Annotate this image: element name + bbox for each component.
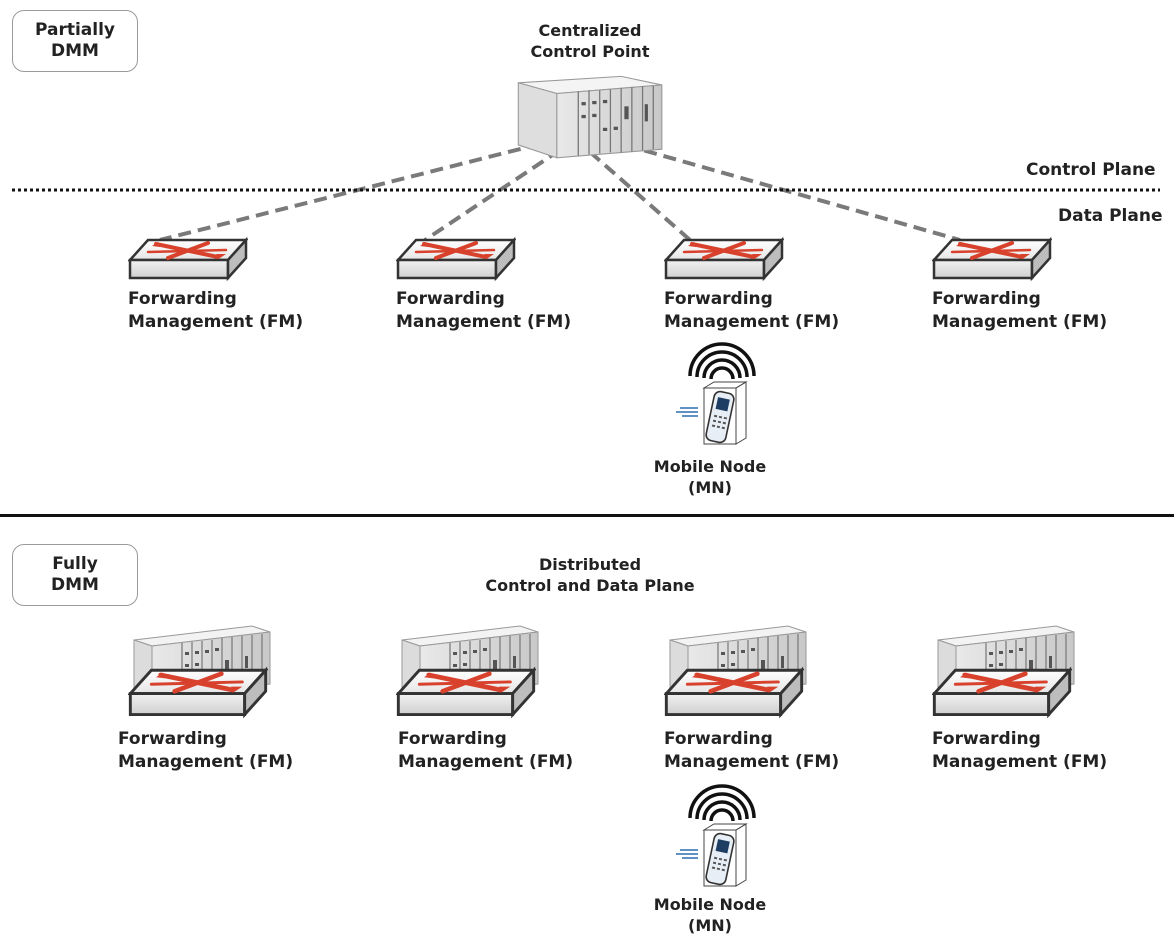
- plane-divider: [12, 188, 1160, 192]
- fm-label-line-1: Forwarding: [664, 289, 773, 309]
- fm-node-label: Forwarding Management (FM): [128, 288, 303, 334]
- mode-label-line-1: Fully: [52, 554, 98, 574]
- distributed-plane-label: Distributed Control and Data Plane: [460, 554, 720, 596]
- fm-node-label: Forwarding Management (FM): [932, 288, 1107, 334]
- mobile-node-label: Mobile Node (MN): [620, 894, 800, 936]
- controller-label: Centralized Control Point: [480, 20, 700, 62]
- section-divider: [0, 514, 1174, 517]
- distributed-plane-label-line-1: Distributed: [538, 555, 642, 574]
- control-link-fm1: [159, 142, 541, 242]
- router-icon: [128, 232, 248, 287]
- mobile-phone-icon: [672, 822, 752, 892]
- fm-node-label: Forwarding Management (FM): [396, 288, 571, 334]
- fm-label-line-2: Management (FM): [118, 752, 294, 772]
- fm-node-label: Forwarding Management (FM): [664, 728, 839, 774]
- mobile-phone-icon: [672, 380, 752, 450]
- router-icon: [664, 232, 784, 287]
- combined-fm-node-icon: [128, 625, 271, 728]
- mobile-node-label: Mobile Node (MN): [620, 456, 800, 498]
- router-icon: [396, 232, 516, 287]
- controller-label-line-1: Centralized: [538, 21, 642, 40]
- wireless-signal-icon: [682, 782, 762, 822]
- mode-label-partially-dmm: Partially DMM: [12, 10, 138, 72]
- fm-node-label: Forwarding Management (FM): [118, 728, 293, 774]
- fm-label-line-1: Forwarding: [118, 729, 227, 749]
- fm-node-label: Forwarding Management (FM): [664, 288, 839, 334]
- fm-node-label: Forwarding Management (FM): [932, 728, 1107, 774]
- fm-label-line-1: Forwarding: [396, 289, 505, 309]
- fm-label-line-1: Forwarding: [664, 729, 773, 749]
- mobile-node-label-line-2: (MN): [688, 916, 732, 935]
- distributed-plane-label-line-2: Control and Data Plane: [485, 576, 695, 595]
- fm-label-line-2: Management (FM): [664, 752, 840, 772]
- mobile-node-label-line-1: Mobile Node: [653, 895, 767, 914]
- router-icon: [932, 232, 1052, 287]
- fm-label-line-1: Forwarding: [932, 729, 1041, 749]
- combined-fm-node-icon: [932, 625, 1075, 728]
- mobile-node-label-line-2: (MN): [688, 478, 732, 497]
- mode-label-line-2: DMM: [51, 575, 99, 595]
- fm-label-line-1: Forwarding: [128, 289, 237, 309]
- fm-label-line-2: Management (FM): [664, 312, 840, 332]
- fm-label-line-2: Management (FM): [128, 312, 304, 332]
- fm-label-line-1: Forwarding: [932, 289, 1041, 309]
- control-link-fm2: [423, 148, 562, 242]
- mode-label-fully-dmm: Fully DMM: [12, 544, 138, 606]
- server-rack-icon: [517, 75, 663, 159]
- combined-fm-node-icon: [396, 625, 539, 728]
- control-plane-label: Control Plane: [1026, 160, 1156, 180]
- wireless-signal-icon: [682, 340, 762, 380]
- control-link-fm4: [624, 143, 961, 242]
- fm-node-label: Forwarding Management (FM): [398, 728, 573, 774]
- fm-label-line-1: Forwarding: [398, 729, 507, 749]
- data-plane-label: Data Plane: [1058, 206, 1163, 226]
- mode-label-line-1: Partially: [34, 20, 116, 40]
- combined-fm-node-icon: [664, 625, 807, 728]
- fm-label-line-2: Management (FM): [932, 752, 1108, 772]
- control-links: [159, 142, 961, 242]
- control-link-fm3: [588, 150, 692, 242]
- fm-label-line-2: Management (FM): [398, 752, 574, 772]
- mode-label-line-2: DMM: [51, 41, 99, 61]
- fm-label-line-2: Management (FM): [396, 312, 572, 332]
- controller-label-line-2: Control Point: [530, 42, 650, 61]
- fm-label-line-2: Management (FM): [932, 312, 1108, 332]
- mobile-node-label-line-1: Mobile Node: [653, 457, 767, 476]
